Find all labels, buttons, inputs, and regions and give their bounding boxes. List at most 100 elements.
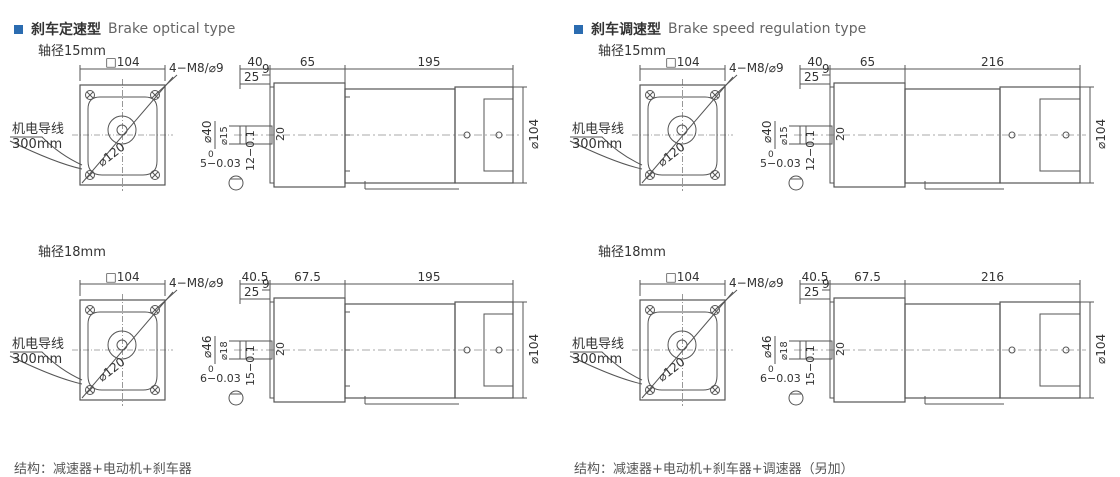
key-height-label: 15−0.1 [244, 345, 257, 386]
mounting-holes-label: 4−M8/⌀9 [169, 61, 224, 75]
lead-wire-line [10, 351, 83, 381]
dim-label-shaft: 40.5 [242, 270, 269, 284]
body-height-label: ⌀104 [527, 334, 541, 364]
bolt-hole-cross [646, 306, 654, 314]
key-height-label: 12−0.1 [244, 130, 257, 171]
lead-wire-line [570, 351, 643, 381]
bolt-hole-cross [646, 386, 654, 394]
shaft-small-diameter-label: ⌀15 [779, 126, 790, 145]
key-width-label: 6−0.03 [760, 372, 801, 385]
panel-title: 刹车定速型 Brake optical type [14, 19, 235, 39]
leader-line [714, 74, 738, 96]
bolt-hole-icon [150, 90, 160, 100]
panel-brake-speed-regulation: 刹车调速型 Brake speed regulation type 轴径15mm… [560, 0, 1120, 477]
motor-body [904, 303, 1001, 399]
lead-wire-label: 机电导线 [572, 122, 624, 137]
key-tolerance-top: 0 [768, 365, 774, 375]
dim-label-shoulder: 9 [262, 62, 270, 76]
lead-wire-line [570, 136, 643, 166]
key-width-label: 5−0.03 [200, 157, 241, 170]
square-size-label: □104 [665, 270, 699, 284]
bolt-hole-icon [150, 385, 160, 395]
output-hub-circle [667, 115, 697, 145]
lead-wire-line [9, 355, 83, 385]
shaft-small-diameter-label: ⌀15 [219, 126, 230, 145]
bolt-hole-cross [151, 171, 159, 179]
key-tolerance-top: 0 [208, 365, 214, 375]
lead-length-label: 300mm [572, 352, 622, 367]
shaft-end-circle [676, 124, 688, 136]
shaft-section-circle [788, 175, 804, 191]
shaft-end-circle [676, 339, 688, 351]
output-hub-circle [107, 330, 137, 360]
bolt-hole-cross [86, 386, 94, 394]
panel-title: 刹车调速型 Brake speed regulation type [574, 19, 866, 39]
pcd-diagonal [641, 291, 734, 399]
lead-wire-label: 机电导线 [12, 122, 64, 137]
pcd-diagonal [81, 76, 174, 184]
shaft-small-diameter-label: ⌀18 [779, 341, 790, 360]
lead-wire-line [10, 136, 83, 166]
square-size-label: □104 [105, 55, 139, 69]
bolt-hole-icon [85, 170, 95, 180]
square-size-label: □104 [665, 55, 699, 69]
lead-wire-line [9, 140, 83, 170]
output-hub-circle [107, 115, 137, 145]
bolt-hole-cross [646, 171, 654, 179]
motor-body [904, 88, 1001, 184]
mounting-holes-label: 4−M8/⌀9 [729, 61, 784, 75]
title-cn: 刹车定速型 [31, 22, 101, 38]
key-height-label: 15−0.1 [804, 345, 817, 386]
key-height-label: 12−0.1 [804, 130, 817, 171]
leader-line [154, 74, 178, 96]
shaft-section-circle [228, 175, 244, 191]
bolt-hole-icon [710, 170, 720, 180]
dim-label-shaft-length: 25 [244, 70, 259, 84]
title-cn: 刹车调速型 [591, 22, 661, 38]
lead-length-label: 300mm [12, 352, 62, 367]
structure-text: 结构：减速器+电动机+刹车器 [14, 462, 192, 477]
bolt-hole-icon [150, 170, 160, 180]
pilot-height-label: 20 [834, 127, 847, 141]
shaft-section-circle [228, 390, 244, 406]
lead-wire-label: 机电导线 [12, 337, 64, 352]
dim-label-shoulder: 9 [822, 62, 830, 76]
motor-body [344, 303, 456, 399]
motor-body [344, 88, 456, 184]
lead-wire-label: 机电导线 [572, 337, 624, 352]
shaft-end-circle [116, 124, 128, 136]
bolt-hole-cross [151, 386, 159, 394]
leader-line [154, 289, 178, 311]
bolt-hole-cross [86, 91, 94, 99]
bolt-hole-cross [711, 386, 719, 394]
bolt-hole-icon [645, 170, 655, 180]
output-hub-circle [667, 330, 697, 360]
lead-wire-line [569, 355, 643, 385]
front-view-inner-outline [87, 96, 158, 176]
square-bullet-icon [574, 24, 583, 34]
shaft-label: 轴径18mm [598, 245, 666, 260]
dim-label-shoulder: 9 [822, 277, 830, 291]
bolt-hole-icon [645, 385, 655, 395]
bolt-hole-icon [645, 90, 655, 100]
shaft-label: 轴径15mm [38, 44, 106, 59]
mounting-holes-label: 4−M8/⌀9 [169, 276, 224, 290]
bolt-hole-cross [86, 171, 94, 179]
shaft-small-diameter-label: ⌀18 [219, 341, 230, 360]
dim-label-gearbox: 65 [860, 55, 875, 69]
bolt-hole-icon [150, 305, 160, 315]
body-height-label: ⌀104 [1094, 119, 1108, 149]
leader-line [714, 289, 738, 311]
dim-label-shaft: 40 [247, 55, 262, 69]
lead-length-label: 300mm [12, 137, 62, 152]
pcd-diagonal [81, 291, 174, 399]
pilot-height-label: 20 [274, 127, 287, 141]
bolt-hole-icon [710, 305, 720, 315]
front-view-inner-outline [87, 311, 158, 391]
bolt-hole-icon [710, 90, 720, 100]
dim-label-shaft-length: 25 [244, 285, 259, 299]
bolt-hole-icon [710, 385, 720, 395]
